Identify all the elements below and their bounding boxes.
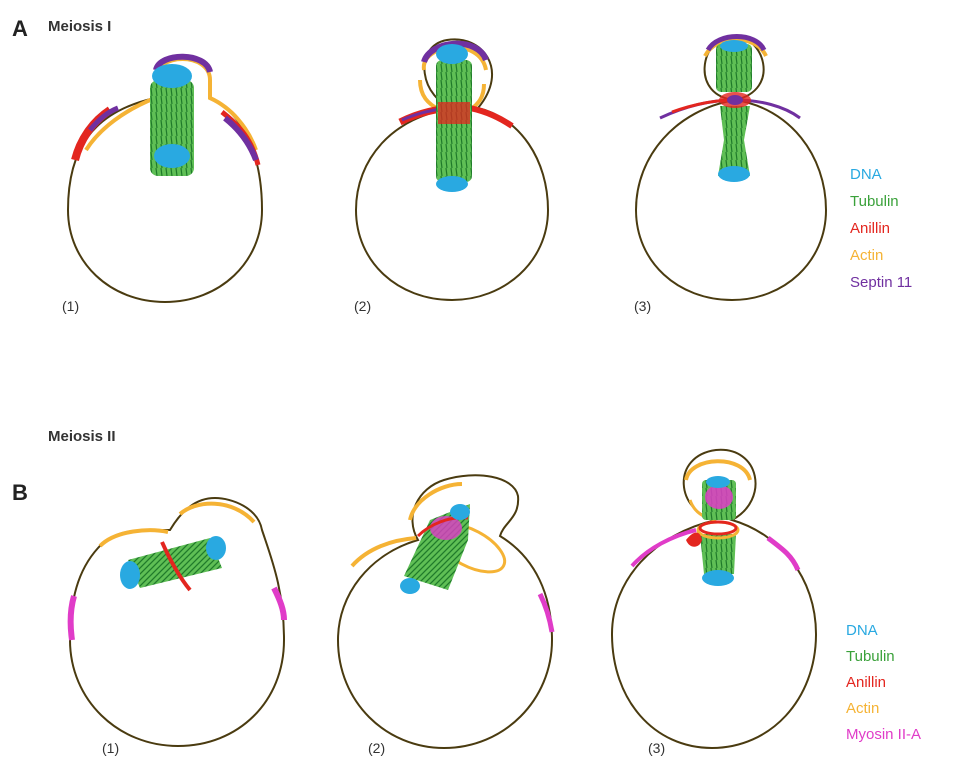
dna-chromosomes — [702, 570, 734, 586]
stage-label: (3) — [648, 740, 665, 756]
dna-chromosomes — [706, 476, 730, 488]
stage-label: (3) — [634, 298, 651, 314]
stage-label: (1) — [62, 298, 79, 314]
stage-label: (2) — [368, 740, 385, 756]
spindle-tubulin — [718, 106, 750, 176]
legend-item-anillin: Anillin — [846, 674, 886, 691]
cell-membrane — [70, 498, 284, 746]
dna-chromosomes — [400, 578, 420, 594]
legend-item-anillin: Anillin — [850, 220, 890, 237]
myosin-cortex — [274, 588, 284, 620]
legend-item-actin: Actin — [846, 700, 879, 717]
anillin-ring — [700, 522, 736, 534]
dna-chromosomes — [720, 40, 748, 52]
legend-item-dna: DNA — [846, 622, 878, 639]
anillin-ring — [470, 108, 512, 126]
dna-chromosomes — [450, 504, 470, 520]
dna-chromosomes — [718, 166, 750, 182]
legend-item-actin: Actin — [850, 247, 883, 264]
cell-meiosis2-stage3 — [612, 450, 816, 748]
dna-chromosomes — [436, 44, 468, 64]
dna-chromosomes — [206, 536, 226, 560]
cell-meiosis1-stage3 — [636, 36, 826, 300]
dna-chromosomes — [154, 144, 190, 168]
myosin-midzone — [705, 485, 733, 509]
legend-item-septin: Septin 11 — [850, 274, 912, 291]
panel-b-letter: B — [12, 480, 28, 506]
myosin-cortex — [768, 538, 798, 570]
panel-a-letter: A — [12, 16, 28, 42]
myosin-cortex — [71, 596, 74, 640]
actin-cortex — [100, 530, 168, 546]
actin-cortex — [352, 538, 416, 566]
stage-label: (1) — [102, 740, 119, 756]
legend-item-tubulin: Tubulin — [846, 648, 895, 665]
cell-meiosis1-stage2 — [356, 39, 548, 300]
dna-chromosomes — [152, 64, 192, 88]
cell-meiosis1-stage1 — [68, 57, 262, 302]
panel-b-title: Meiosis II — [48, 428, 116, 445]
dna-chromosomes — [120, 561, 140, 589]
legend-item-dna: DNA — [850, 166, 882, 183]
dna-chromosomes — [436, 176, 468, 192]
cell-meiosis2-stage2 — [338, 475, 552, 748]
cell-meiosis2-stage1 — [70, 498, 284, 746]
legend-item-myosin: Myosin II-A — [846, 726, 921, 743]
stage-label: (2) — [354, 298, 371, 314]
spindle-tubulin — [700, 534, 736, 574]
anillin-midzone — [438, 102, 470, 124]
legend-item-tubulin: Tubulin — [850, 193, 899, 210]
panel-a-title: Meiosis I — [48, 18, 111, 35]
anillin-patch — [686, 533, 702, 547]
septin-midbody — [727, 95, 743, 105]
